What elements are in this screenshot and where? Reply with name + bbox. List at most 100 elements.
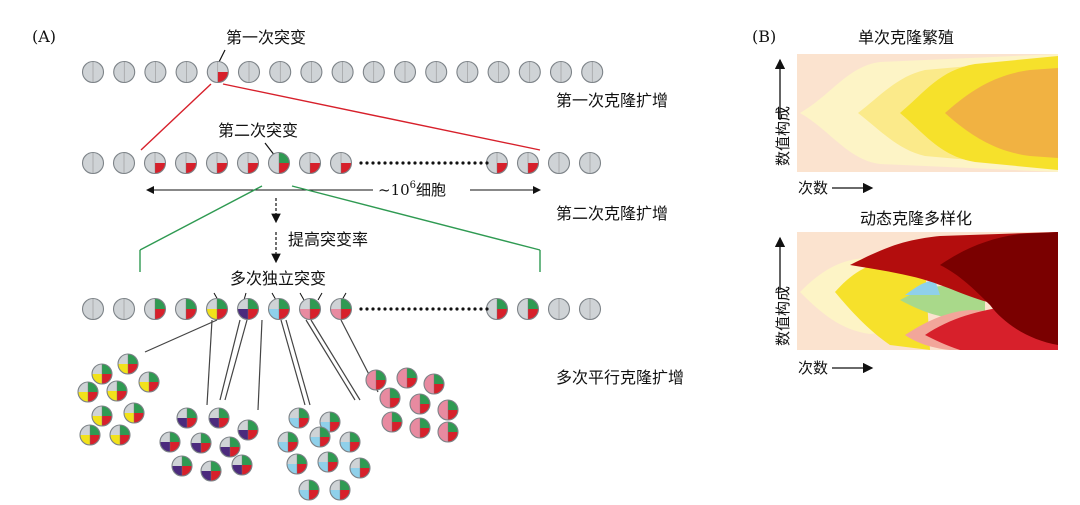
blue-clone-cell <box>317 451 339 473</box>
row-3-cells <box>81 297 602 321</box>
row2-cell <box>516 151 540 175</box>
row2-cell <box>236 151 260 175</box>
purple-clone-cell <box>190 432 212 454</box>
row3-cell <box>81 297 105 321</box>
row3-cell <box>205 297 229 321</box>
independent-mutations-label: 多次独立突变 <box>230 269 326 288</box>
normal-cell <box>175 60 198 84</box>
yellow-clone-cluster <box>77 353 160 446</box>
row-2-cells <box>81 151 602 175</box>
top-muller-plot <box>797 54 1058 172</box>
yellow-clone-cell <box>109 424 131 446</box>
blue-clone-cell <box>298 479 320 501</box>
pink-clone-cell <box>381 411 403 433</box>
bottom-ylabel: 数值构成 <box>774 286 792 346</box>
normal-cell <box>581 60 604 84</box>
blue-clone-cell <box>319 411 341 433</box>
parallel-expansion-label: 多次平行克隆扩增 <box>556 368 684 387</box>
first-mutation-label: 第一次突变 <box>226 28 306 47</box>
row3-cell <box>267 297 291 321</box>
bottom-y-axis: 数值构成 <box>774 236 792 346</box>
clone-clusters <box>77 353 459 501</box>
purple-clone-cell <box>208 407 230 429</box>
bottom-x-axis: 次数 <box>798 359 874 377</box>
top-chart-title: 单次克隆繁殖 <box>858 28 954 47</box>
normal-cell <box>456 60 479 84</box>
yellow-clone-cell <box>138 371 160 393</box>
panel-b-label: (B) <box>752 27 776 46</box>
yellow-clone-cell <box>77 381 99 403</box>
second-mutation-label: 第二次突变 <box>218 121 298 140</box>
normal-cell <box>300 60 323 84</box>
top-ylabel: 数值构成 <box>774 106 792 166</box>
row-2-ellipsis <box>359 161 489 165</box>
purple-clone-cell <box>176 407 198 429</box>
row2-cell <box>174 151 198 175</box>
normal-cell <box>331 60 354 84</box>
blue-clone-cell <box>329 479 351 501</box>
row2-cell <box>578 151 602 175</box>
purple-clone-cell <box>219 436 241 458</box>
row3-cell <box>516 297 540 321</box>
yellow-clone-cell <box>91 405 113 427</box>
row3-cell <box>547 297 571 321</box>
cell-count-label: ~106细胞 <box>378 180 446 199</box>
bottom-clone-yellow <box>835 262 930 350</box>
blue-clone-cell <box>349 457 371 479</box>
expansion-line-right-red <box>222 83 541 151</box>
normal-cell <box>237 60 261 84</box>
row-1-cells <box>81 60 604 84</box>
row2-cell <box>298 151 322 175</box>
pink-clone-cell <box>423 373 445 395</box>
top-xlabel: 次数 <box>798 179 828 197</box>
normal-cell <box>425 60 448 84</box>
normal-cell <box>113 60 136 84</box>
blue-clone-cell <box>288 407 310 429</box>
yellow-clone-cell <box>79 424 101 446</box>
bottom-clone-darkred <box>940 232 1058 345</box>
row2-cell <box>547 151 571 175</box>
bottom-xlabel: 次数 <box>798 359 828 377</box>
row3-cell <box>112 297 136 321</box>
row3-cell <box>143 297 167 321</box>
expansion-line-left-red <box>140 83 212 151</box>
purple-clone-cell <box>171 455 193 477</box>
blue-clone-cell <box>277 431 299 453</box>
purple-clone-cell <box>200 460 222 482</box>
normal-cell <box>518 60 541 84</box>
top-x-axis: 次数 <box>798 179 874 197</box>
raise-rate-label: 提高突变率 <box>288 230 368 249</box>
row2-cell <box>205 151 229 175</box>
second-mutated-cell <box>267 151 291 175</box>
purple-clone-cell <box>237 419 259 441</box>
row2-cell <box>485 151 509 175</box>
normal-cell <box>393 60 417 84</box>
row3-cell <box>329 297 353 321</box>
row2-cell <box>81 151 105 175</box>
row3-cell <box>236 297 260 321</box>
expansion-line-left-green <box>139 185 263 251</box>
top-y-axis: 数值构成 <box>774 58 792 166</box>
pink-clone-cell <box>396 367 418 389</box>
normal-cell <box>269 60 292 84</box>
pink-clone-cell <box>379 387 401 409</box>
bottom-muller-plot <box>797 232 1058 350</box>
purple-clone-cell <box>159 431 181 453</box>
normal-cell <box>487 60 510 84</box>
normal-cell <box>144 60 167 84</box>
blue-clone-cell <box>339 431 361 453</box>
row3-cell <box>174 297 198 321</box>
panel-a-label: (A) <box>32 27 56 46</box>
first-expansion-label: 第一次克隆扩增 <box>556 91 668 110</box>
row3-cell <box>298 297 322 321</box>
bottom-chart-title: 动态克隆多样化 <box>860 209 972 228</box>
pink-clone-cluster <box>365 367 459 443</box>
row2-cell <box>112 151 136 175</box>
row3-cell <box>485 297 509 321</box>
pink-clone-cell <box>365 369 387 391</box>
blue-clone-cluster <box>277 407 371 501</box>
purple-clone-cluster <box>159 407 259 482</box>
mutated-cell <box>206 60 229 84</box>
second-expansion-label: 第二次克隆扩增 <box>556 204 668 223</box>
